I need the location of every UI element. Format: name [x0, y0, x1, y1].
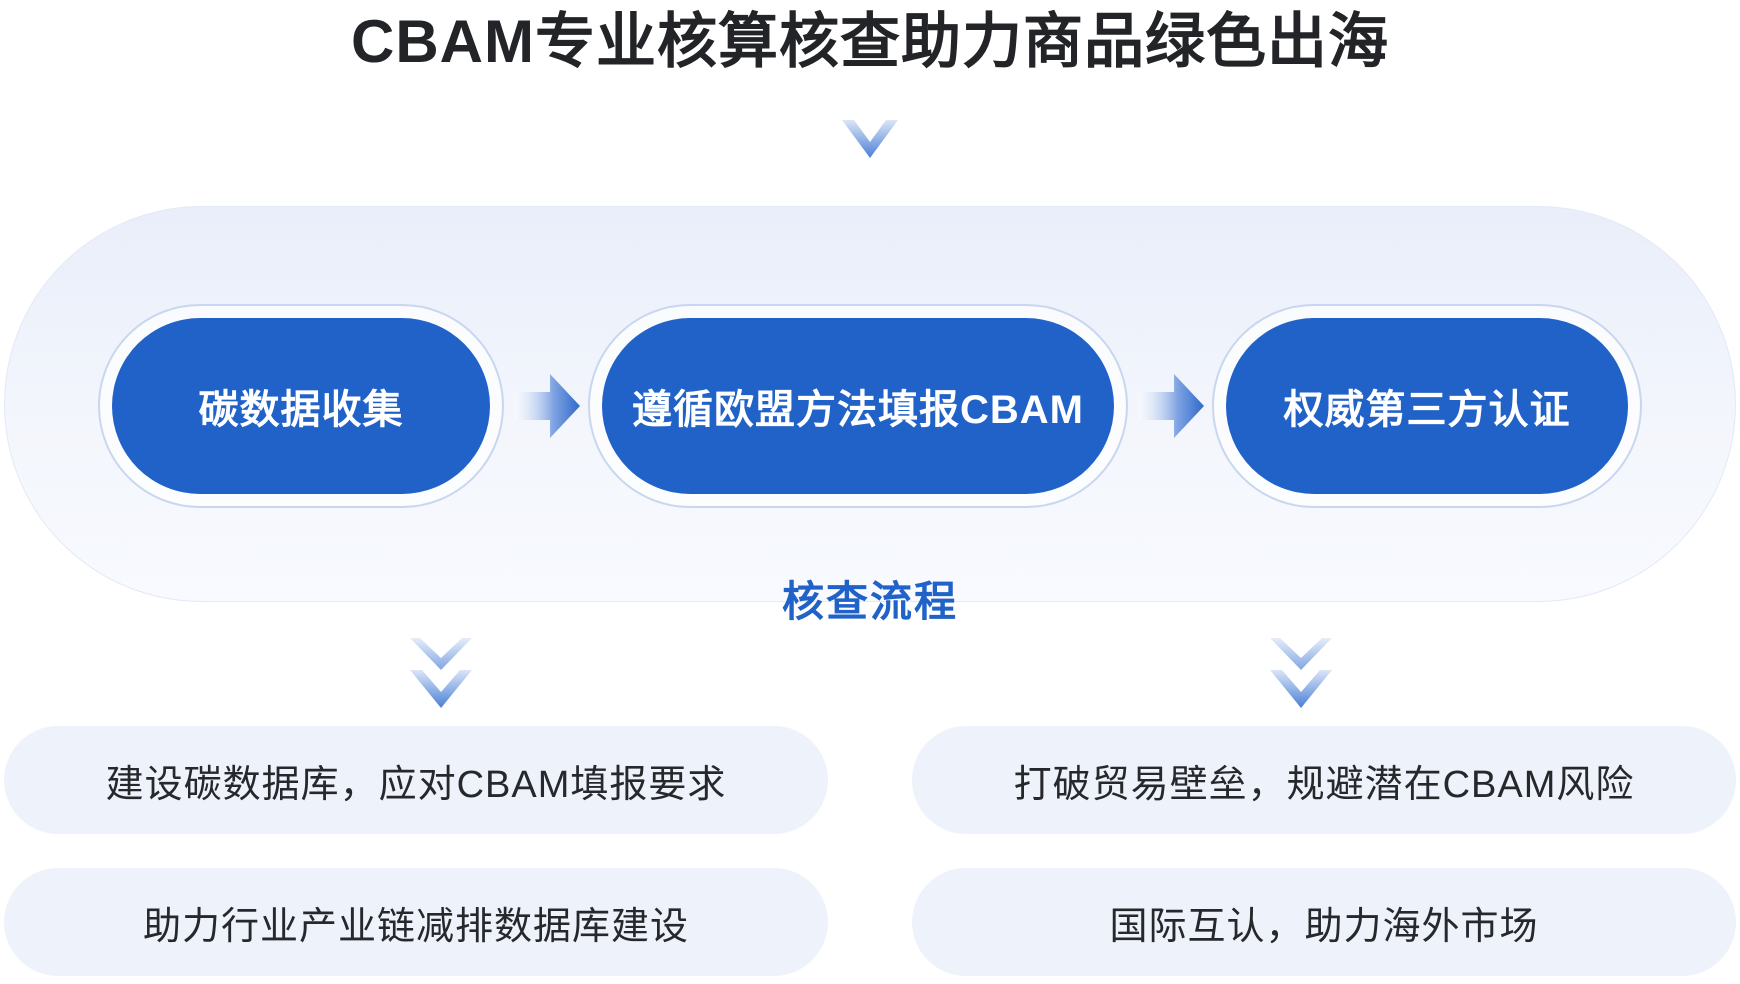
step-3-label: 权威第三方认证 [1283, 388, 1571, 432]
arrow-right-icon [514, 374, 580, 438]
benefit-text: 建设碳数据库，应对CBAM填报要求 [105, 763, 727, 806]
benefit-left-2: 助力行业产业链减排数据库建设 [4, 868, 828, 976]
step-2-label: 遵循欧盟方法填报CBAM [632, 388, 1084, 432]
step-3-pill: 权威第三方认证 [1226, 318, 1628, 494]
arrow-right-icon [1138, 374, 1204, 438]
benefit-text: 国际互认，助力海外市场 [1109, 905, 1539, 948]
benefit-text: 打破贸易壁垒，规避潜在CBAM风险 [1013, 763, 1635, 806]
benefit-left-1: 建设碳数据库，应对CBAM填报要求 [4, 726, 828, 834]
benefit-text: 助力行业产业链减排数据库建设 [142, 905, 689, 948]
step-2-pill: 遵循欧盟方法填报CBAM [602, 318, 1114, 494]
benefit-right-2: 国际互认，助力海外市场 [912, 868, 1736, 976]
process-label: 核查流程 [781, 578, 958, 625]
diagram-title: CBAM专业核算核查助力商品绿色出海 [351, 8, 1389, 75]
benefit-right-1: 打破贸易壁垒，规避潜在CBAM风险 [912, 726, 1736, 834]
chevron-down-icon [842, 120, 898, 158]
step-1-pill: 碳数据收集 [112, 318, 490, 494]
chevron-down-icon [1270, 638, 1332, 708]
chevron-down-icon [410, 638, 472, 708]
step-1-label: 碳数据收集 [198, 388, 404, 432]
